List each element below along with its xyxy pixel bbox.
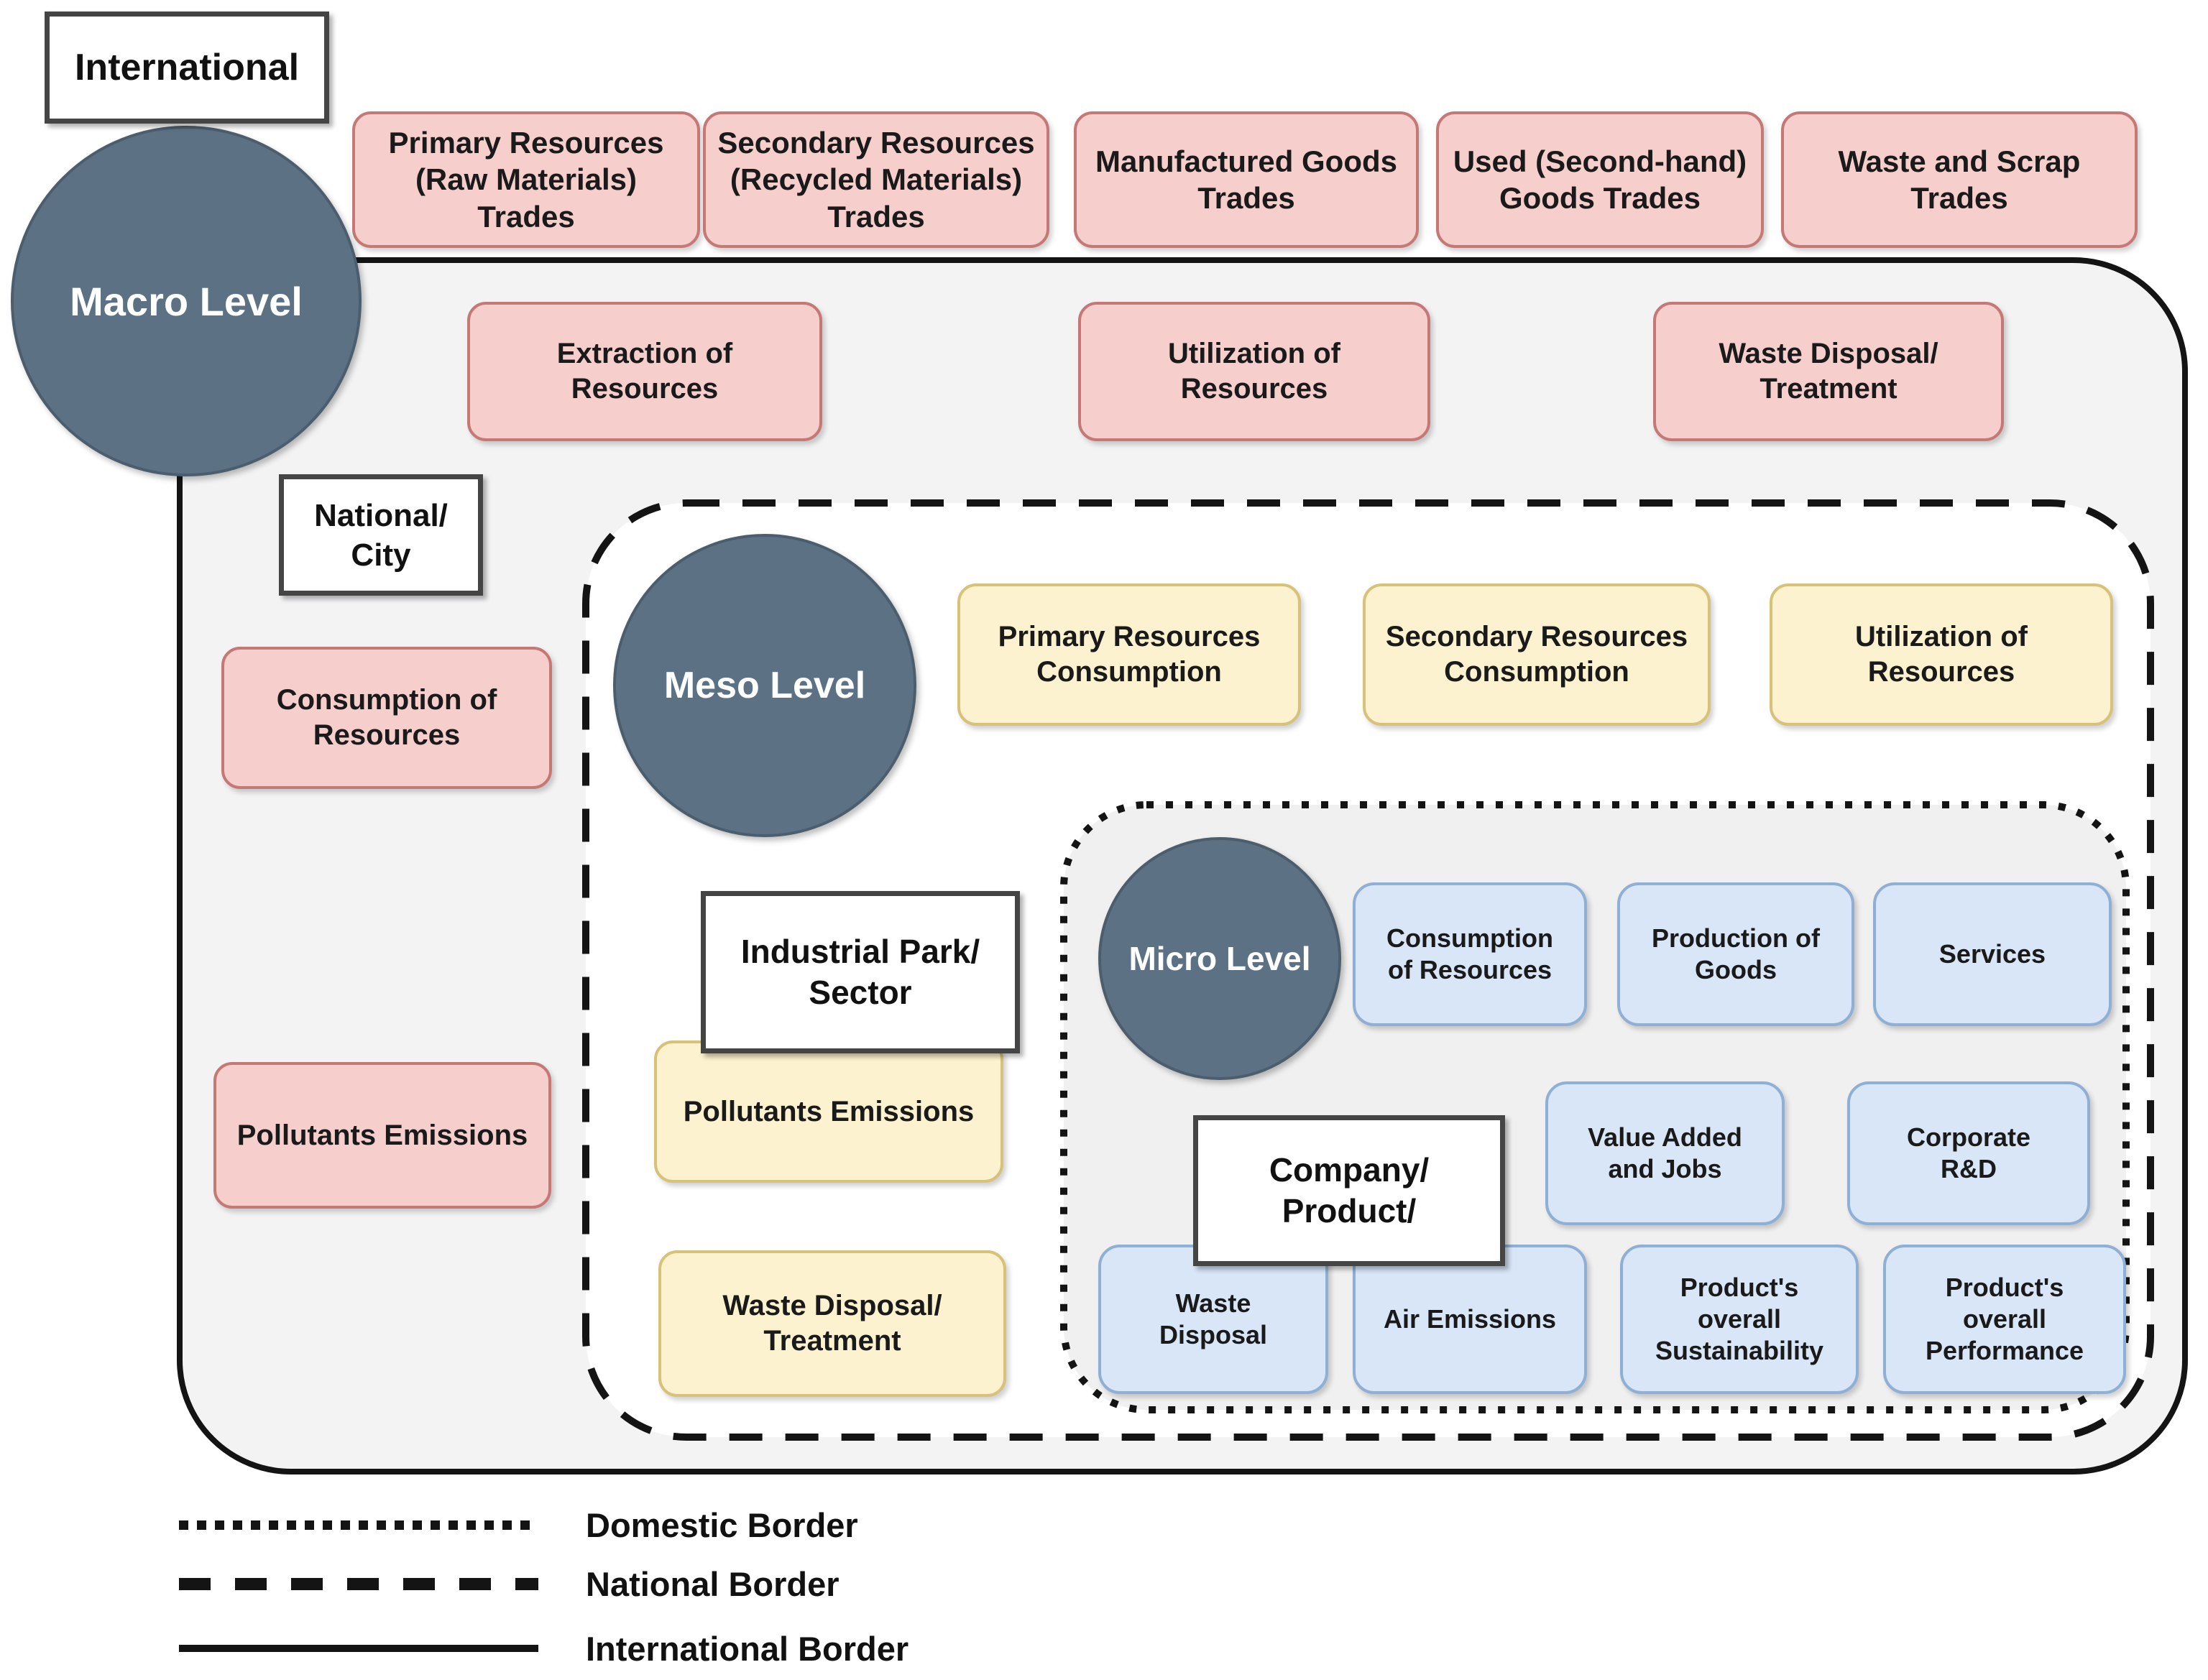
micro-box-services: Services	[1873, 882, 2112, 1026]
meso-box-utilization-of-resources: Utilization of Resources	[1770, 583, 2113, 726]
level-circle-micro: Micro Level	[1098, 837, 1341, 1080]
legend-label: National Border	[586, 1564, 840, 1603]
micro-box-corporate-rd: Corporate R&D	[1847, 1081, 2090, 1225]
trade-box-manufactured-goods: Manufactured Goods Trades	[1074, 111, 1419, 248]
region-label-international: International	[45, 11, 329, 124]
trade-box-primary-resources: Primary Resources (Raw Materials) Trades	[352, 111, 700, 248]
trade-box-used-goods: Used (Second-hand) Goods Trades	[1436, 111, 1764, 248]
micro-box-waste-disposal: Waste Disposal	[1098, 1245, 1328, 1394]
trade-box-secondary-resources: Secondary Resources (Recycled Materials)…	[703, 111, 1049, 248]
legend-item-national-border: National Border	[179, 1561, 840, 1607]
meso-box-waste-disposal-treatment: Waste Disposal/ Treatment	[658, 1250, 1006, 1397]
legend-item-domestic-border: Domestic Border	[179, 1502, 858, 1548]
micro-box-product-performance: Product's overall Performance	[1883, 1245, 2126, 1394]
region-label-national-city: National/ City	[279, 474, 483, 596]
level-circle-meso: Meso Level	[613, 534, 916, 837]
trade-box-waste-scrap: Waste and Scrap Trades	[1781, 111, 2138, 248]
legend-label: Domestic Border	[586, 1505, 858, 1544]
flow-box-utilization-of-resources: Utilization of Resources	[1078, 302, 1430, 441]
flow-box-extraction-of-resources: Extraction of Resources	[467, 302, 822, 441]
micro-box-product-sustainability: Product's overall Sustainability	[1620, 1245, 1859, 1394]
micro-box-production-of-goods: Production of Goods	[1617, 882, 1854, 1026]
micro-box-consumption-of-resources: Consumption of Resources	[1353, 882, 1587, 1026]
meso-box-pollutants-emissions: Pollutants Emissions	[654, 1040, 1003, 1183]
dotted-line-swatch	[179, 1520, 538, 1530]
legend-item-international-border: International Border	[179, 1625, 908, 1671]
level-circle-macro: Macro Level	[11, 126, 362, 476]
micro-box-air-emissions: Air Emissions	[1353, 1245, 1587, 1394]
region-label-company-product: Company/ Product/	[1193, 1115, 1505, 1266]
solid-line-swatch	[179, 1645, 538, 1652]
micro-box-value-added-jobs: Value Added and Jobs	[1545, 1081, 1785, 1225]
meso-box-primary-resources-consumption: Primary Resources Consumption	[957, 583, 1301, 726]
national-box-pollutants-emissions: Pollutants Emissions	[213, 1062, 551, 1209]
region-label-industrial-park-sector: Industrial Park/ Sector	[701, 891, 1020, 1053]
national-box-consumption-of-resources: Consumption of Resources	[221, 647, 552, 789]
meso-box-secondary-resources-consumption: Secondary Resources Consumption	[1363, 583, 1711, 726]
dashed-line-swatch	[179, 1577, 538, 1590]
flow-box-waste-disposal-treatment: Waste Disposal/ Treatment	[1653, 302, 2004, 441]
legend-label: International Border	[586, 1629, 909, 1668]
